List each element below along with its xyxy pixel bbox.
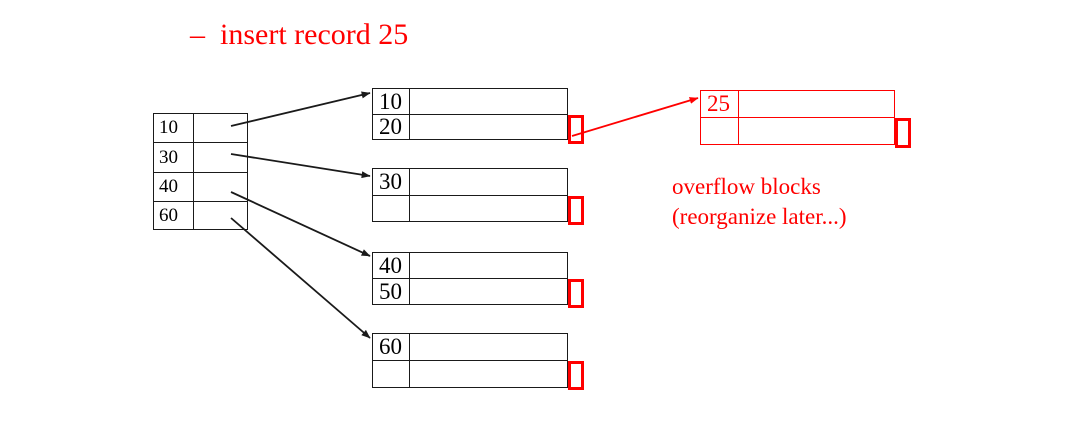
index-entry-row[interactable]: 10 xyxy=(153,113,248,142)
record-key-cell: 50 xyxy=(373,279,410,304)
data-block-4: 60 xyxy=(372,333,568,388)
index-entry-key-cell: 10 xyxy=(154,114,194,142)
data-block-3: 40 50 xyxy=(372,252,568,305)
index-entry-pointer-cell[interactable] xyxy=(192,202,247,229)
overflow-record-body-cell xyxy=(737,118,894,144)
index-entry-key: 60 xyxy=(159,204,178,226)
record-body-cell xyxy=(408,361,567,387)
record-key-cell xyxy=(373,361,410,387)
record-body-cell xyxy=(408,253,567,278)
overflow-pointer-box-block-1[interactable] xyxy=(568,115,584,144)
record-key-cell: 20 xyxy=(373,115,410,139)
data-record-row[interactable] xyxy=(372,360,568,388)
overflow-caption-line-2: (reorganize later...) xyxy=(672,204,847,229)
index-entry-key-cell: 30 xyxy=(154,143,194,172)
data-record-row[interactable]: 10 xyxy=(372,88,568,114)
record-key: 60 xyxy=(379,334,402,360)
index-entry-key: 30 xyxy=(159,146,178,168)
overflow-record-key-cell xyxy=(701,118,739,144)
record-body-cell xyxy=(408,196,567,221)
record-body-cell xyxy=(408,279,567,304)
index-entry-key: 40 xyxy=(159,176,178,198)
index-block: 10 30 40 60 xyxy=(153,113,248,230)
pointer-arrow-index-3-to-block-3 xyxy=(230,191,371,257)
data-block-2: 30 xyxy=(372,168,568,222)
record-key-cell: 60 xyxy=(373,334,410,360)
record-body-cell xyxy=(408,89,567,114)
index-entry-key-cell: 60 xyxy=(154,202,194,229)
pointer-arrow-index-4-to-block-4 xyxy=(230,217,371,339)
overflow-arrow-block-1-to-overflow-block-1 xyxy=(571,97,699,137)
record-key-cell: 30 xyxy=(373,169,410,195)
data-record-row[interactable]: 60 xyxy=(372,333,568,360)
page-title: – insert record 25 xyxy=(190,18,409,51)
record-key: 10 xyxy=(379,88,402,114)
record-key: 40 xyxy=(379,252,402,278)
record-body-cell xyxy=(408,334,567,360)
overflow-record-row[interactable]: 25 xyxy=(700,90,895,117)
data-record-row[interactable]: 40 xyxy=(372,252,568,278)
index-entry-key-cell: 40 xyxy=(154,173,194,201)
overflow-record-key: 25 xyxy=(707,91,730,117)
data-record-row[interactable]: 50 xyxy=(372,278,568,305)
overflow-pointer-box-block-2[interactable] xyxy=(568,196,584,225)
record-body-cell xyxy=(408,169,567,195)
record-key-cell: 40 xyxy=(373,253,410,278)
data-record-row[interactable]: 30 xyxy=(372,168,568,195)
overflow-record-row[interactable] xyxy=(700,117,895,145)
data-record-row[interactable]: 20 xyxy=(372,114,568,140)
data-block-1: 10 20 xyxy=(372,88,568,140)
index-entry-row[interactable]: 60 xyxy=(153,201,248,230)
overflow-caption-line-1: overflow blocks xyxy=(672,174,821,199)
index-entry-row[interactable]: 40 xyxy=(153,172,248,201)
index-entry-key: 10 xyxy=(159,117,178,139)
overflow-record-body-cell xyxy=(737,91,894,117)
overflow-pointer-box-block-3[interactable] xyxy=(568,279,584,308)
overflow-pointer-box-block-4[interactable] xyxy=(568,361,584,390)
pointer-arrow-index-2-to-block-2 xyxy=(230,153,371,179)
index-entry-pointer-cell[interactable] xyxy=(192,114,247,142)
record-key-cell: 10 xyxy=(373,89,410,114)
overflow-block-1: 25 xyxy=(700,90,895,145)
data-record-row[interactable] xyxy=(372,195,568,222)
index-entry-row[interactable]: 30 xyxy=(153,142,248,172)
record-key: 50 xyxy=(379,278,402,304)
pointer-arrow-index-1-to-block-1 xyxy=(230,91,371,127)
record-key-cell xyxy=(373,196,410,221)
overflow-record-key-cell: 25 xyxy=(701,91,739,117)
index-entry-pointer-cell[interactable] xyxy=(192,143,247,172)
index-entry-pointer-cell[interactable] xyxy=(192,173,247,201)
record-key: 20 xyxy=(379,114,402,140)
overflow-pointer-box-overflow-block-1[interactable] xyxy=(895,118,911,148)
record-key: 30 xyxy=(379,169,402,195)
record-body-cell xyxy=(408,115,567,139)
